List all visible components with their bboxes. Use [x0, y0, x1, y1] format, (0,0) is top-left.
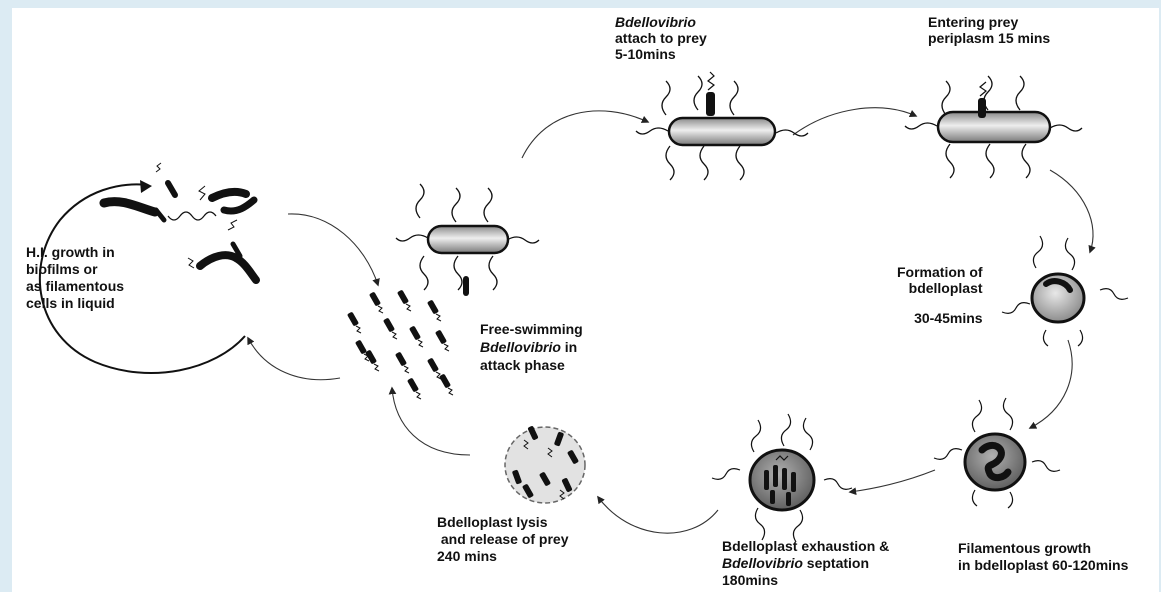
prey-cell-entering: [904, 75, 1083, 179]
label-free-swimming: Free-swimming Bdellovibrio in attack pha…: [480, 320, 583, 374]
cycle-arrows: [247, 107, 1096, 534]
bdellovibrio-flagellum: [447, 387, 454, 396]
label-exhaustion-line1: Bdelloplast exhaustion &: [722, 538, 890, 554]
label-hi-growth-line: H.I. growth in: [26, 244, 115, 260]
bdellovibrio-flagellum: [443, 343, 450, 352]
label-hi-growth: H.I. growth in biofilms or as filamentou…: [26, 244, 124, 312]
label-exhaustion-line2: Bdellovibrio septation: [722, 555, 889, 572]
label-hi-growth-line: biofilms or: [26, 261, 98, 277]
bdellovibrio-cell: [397, 290, 409, 304]
bdellovibrio-cell: [383, 318, 395, 332]
bdelloplast-septation: [711, 413, 853, 543]
bdellovibrio-cell: [435, 330, 447, 344]
bdellovibrio-cell: [427, 300, 439, 314]
bdellovibrio-flagellum: [405, 303, 412, 312]
bdellovibrio-cell: [355, 340, 367, 354]
label-hi-growth-line: cells in liquid: [26, 295, 115, 311]
bdelloplast-filamentous: [933, 397, 1061, 509]
bdellovibrio-flagellum: [403, 365, 410, 374]
bdellovibrio-cell: [347, 312, 359, 326]
bdellovibrio-flagellum: [363, 353, 370, 362]
bdellovibrio-flagellum: [377, 305, 384, 314]
free-swimming-swarm: [347, 290, 454, 400]
hi-growth-loop: [38, 162, 260, 374]
bdellovibrio-flagellum: [355, 325, 362, 334]
label-filamentous: Filamentous growth in bdelloplast 60-120…: [958, 540, 1128, 574]
label-free-swimming-line3: attack phase: [480, 357, 565, 373]
label-attach-text: attach to prey: [615, 30, 707, 46]
label-attach: Bdellovibrio attach to prey 5-10mins: [615, 14, 707, 62]
label-formation-line2: bdelloplast: [908, 280, 983, 296]
bdellovibrio-flagellum: [417, 339, 424, 348]
bdellovibrio-flagellum: [391, 331, 398, 340]
arrow-to-formation: [1049, 169, 1096, 254]
label-hi-growth-line: as filamentous: [26, 278, 125, 294]
label-formation: Formation of bdelloplast 30-45mins: [897, 264, 983, 326]
label-formation-line1: Formation of: [897, 264, 983, 280]
bdellovibrio-flagellum: [435, 313, 442, 322]
prey-cell-free: [395, 183, 540, 296]
arrow-to-exhaustion: [848, 469, 936, 496]
arrow-from-hi-growth: [287, 213, 380, 287]
label-formation-time: 30-45mins: [914, 310, 983, 326]
label-exhaustion-species: Bdellovibrio: [722, 555, 803, 571]
bdellovibrio-cell: [427, 358, 439, 372]
label-exhaustion-septation: septation: [802, 555, 870, 571]
label-entering-line2: periplasm 15 mins: [928, 30, 1051, 46]
diagram-panel: [12, 8, 1159, 592]
label-lysis-line2: and release of prey: [437, 531, 569, 547]
bdellovibrio-cell: [409, 326, 421, 340]
bdellovibrio-cell: [365, 350, 377, 364]
bdelloplast-lysis: [504, 426, 586, 504]
bdellovibrio-cell: [369, 292, 381, 306]
label-exhaustion: Bdelloplast exhaustion & Bdellovibrio se…: [722, 538, 889, 589]
label-filamentous-line1: Filamentous growth: [958, 540, 1091, 556]
label-entering: Entering prey periplasm 15 mins: [928, 14, 1050, 46]
arrow-to-attach: [521, 110, 650, 159]
label-lysis-time: 240 mins: [437, 548, 497, 564]
arrow-to-lysis: [597, 495, 719, 534]
prey-cell-attach: [635, 71, 809, 181]
label-free-swimming-in: in: [560, 339, 578, 355]
label-exhaustion-time: 180mins: [722, 572, 779, 588]
label-free-swimming-line2: Bdellovibrio in: [480, 338, 583, 356]
bdellovibrio-cell: [407, 378, 419, 392]
arrow-to-hi-growth: [247, 336, 341, 381]
bdellovibrio-cell: [439, 374, 451, 388]
arrow-to-filamentous: [1028, 339, 1073, 429]
bdellovibrio-flagellum: [435, 371, 442, 380]
label-entering-line1: Entering prey: [928, 14, 1019, 30]
label-attach-species: Bdellovibrio: [615, 14, 696, 30]
bdelloplast-formation: [1001, 235, 1129, 347]
label-lysis: Bdelloplast lysis and release of prey 24…: [437, 514, 569, 565]
arrow-to-entering: [792, 107, 918, 136]
label-lysis-line1: Bdelloplast lysis: [437, 514, 548, 530]
label-attach-time: 5-10mins: [615, 46, 676, 62]
bdellovibrio-flagellum: [373, 363, 380, 372]
label-free-swimming-line1: Free-swimming: [480, 321, 583, 337]
arrow-to-free-swimming: [388, 386, 471, 456]
bdellovibrio-cell: [395, 352, 407, 366]
label-free-swimming-species: Bdellovibrio: [480, 339, 561, 355]
label-filamentous-line2: in bdelloplast 60-120mins: [958, 557, 1129, 573]
bdellovibrio-flagellum: [415, 391, 422, 400]
